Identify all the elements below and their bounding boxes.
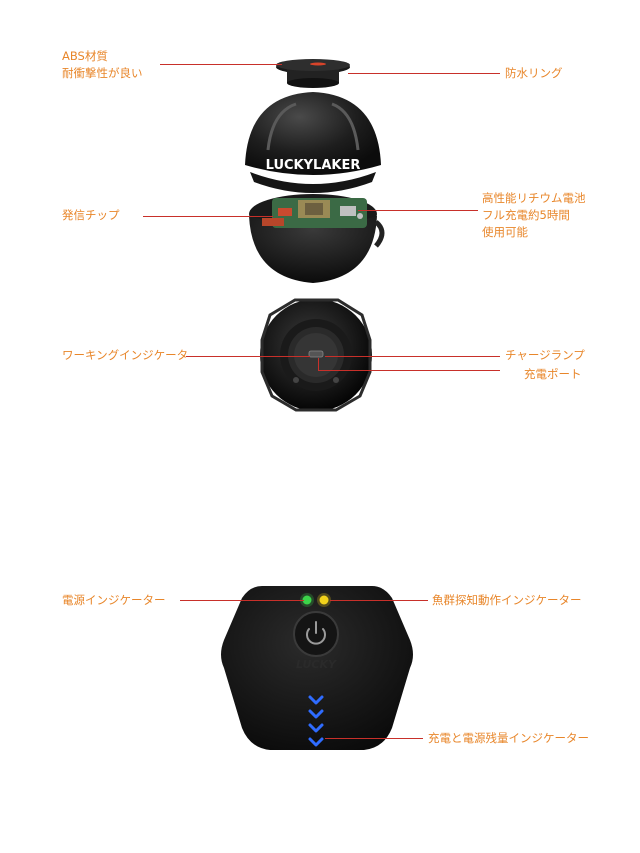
top-cap	[276, 59, 350, 88]
label-abs-line1: ABS材質	[62, 49, 108, 63]
label-battery-line3: 使用可能	[482, 225, 528, 239]
label-transmitter-chip: 発信チップ	[62, 208, 120, 222]
leader-battery-level	[325, 738, 423, 739]
lower-housing	[249, 194, 385, 283]
label-waterproof-ring: 防水リング	[505, 66, 563, 80]
svg-text:LUCKY: LUCKY	[296, 658, 337, 671]
label-battery-level-indicator: 充電と電源残量インジケーター	[428, 731, 589, 745]
label-battery-line1: 高性能リチウム電池	[482, 191, 586, 205]
leader-working	[186, 356, 310, 357]
label-charge-port: 充電ポート	[524, 367, 582, 381]
label-battery-line2: フル充電約5時間	[482, 208, 570, 222]
leader-abs	[160, 64, 282, 65]
leader-ring	[348, 73, 500, 74]
leader-charge-port	[318, 370, 500, 371]
control-unit: LUCKY	[221, 586, 413, 750]
charge-port-shape	[308, 350, 324, 358]
label-fish-indicator: 魚群探知動作インジケーター	[432, 593, 582, 607]
label-battery: 高性能リチウム電池 フル充電約5時間 使用可能	[482, 190, 586, 241]
leader-power-led	[180, 600, 304, 601]
label-power-indicator: 電源インジケーター	[62, 593, 166, 607]
chevron-down-icon	[308, 695, 324, 747]
brand-logo: LUCKYLAKER	[266, 158, 361, 173]
label-working-indicator: ワーキングインジケータ	[62, 348, 189, 362]
bottom-view	[260, 298, 372, 412]
label-abs: ABS材質 耐衝撃性が良い	[62, 48, 143, 82]
led-green	[302, 595, 312, 605]
leader-port-drop	[318, 358, 319, 370]
upper-dome: LUCKYLAKER	[245, 92, 381, 193]
power-icon	[306, 621, 326, 645]
label-abs-line2: 耐衝撃性が良い	[62, 66, 143, 80]
leader-charge-lamp	[325, 356, 500, 357]
leader-battery	[358, 210, 478, 211]
label-charge-lamp: チャージランプ	[505, 348, 585, 362]
leader-fish-led	[330, 600, 428, 601]
led-yellow	[319, 595, 329, 605]
leader-chip	[143, 216, 273, 217]
